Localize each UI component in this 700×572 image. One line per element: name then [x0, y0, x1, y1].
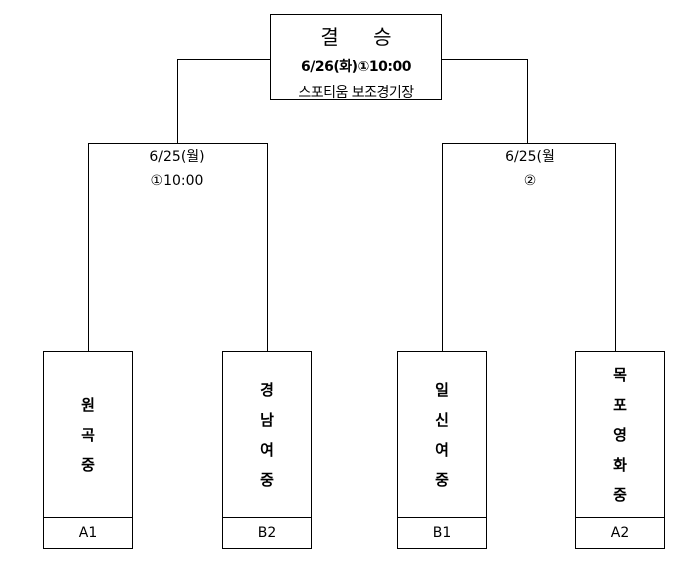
semi-left-drop-b2 [267, 143, 268, 352]
final-date: 6/26(화)①10:00 [301, 59, 411, 75]
team-name-char: 남 [260, 411, 274, 429]
team-name-char: 포 [613, 396, 627, 414]
semi-left-bar [88, 143, 268, 144]
team-seed: B2 [223, 517, 311, 548]
semi-left-drop-a1 [88, 143, 89, 352]
team-name-char: 일 [435, 381, 449, 399]
semi-left-date: 6/25(월) [149, 149, 205, 165]
final-left-connector [177, 59, 270, 60]
team-name-char: 중 [260, 471, 274, 489]
team-name: 원 곡 중 [44, 352, 132, 518]
team-box-a2: 목 포 영 화 중 A2 [575, 351, 665, 549]
team-seed: A2 [576, 517, 664, 548]
team-name-char: 중 [81, 456, 95, 474]
final-venue: 스포티움 보조경기장 [298, 85, 414, 101]
team-name: 일 신 여 중 [398, 352, 486, 518]
team-seed: B1 [398, 517, 486, 548]
semi-right-drop-b1 [442, 143, 443, 352]
final-match-box: 결 승 6/26(화)①10:00 스포티움 보조경기장 [270, 14, 442, 101]
team-name-char: 경 [260, 381, 274, 399]
team-name-char: 곡 [81, 426, 95, 444]
team-name-char: 중 [613, 486, 627, 504]
team-box-b1: 일 신 여 중 B1 [397, 351, 487, 549]
team-name-char: 중 [435, 471, 449, 489]
team-name-char: 원 [81, 396, 95, 414]
final-left-drop [177, 59, 178, 143]
team-name: 경 남 여 중 [223, 352, 311, 518]
team-name-char: 여 [435, 441, 449, 459]
team-name: 목 포 영 화 중 [576, 352, 664, 518]
team-name-char: 목 [613, 366, 627, 384]
team-name-char: 화 [613, 456, 627, 474]
semi-right-time: ② [523, 173, 537, 189]
semi-left-time: ①10:00 [150, 173, 204, 189]
final-right-drop [527, 59, 528, 143]
team-name-char: 여 [260, 441, 274, 459]
semi-right-date: 6/25(월 [505, 149, 555, 165]
team-name-char: 영 [613, 426, 627, 444]
team-box-a1: 원 곡 중 A1 [43, 351, 133, 549]
final-title: 결 승 [320, 25, 406, 49]
team-name-char: 신 [435, 411, 449, 429]
team-box-b2: 경 남 여 중 B2 [222, 351, 312, 549]
semi-right-drop-a2 [615, 143, 616, 352]
semi-right-bar [442, 143, 616, 144]
final-right-connector [442, 59, 528, 60]
team-seed: A1 [44, 517, 132, 548]
